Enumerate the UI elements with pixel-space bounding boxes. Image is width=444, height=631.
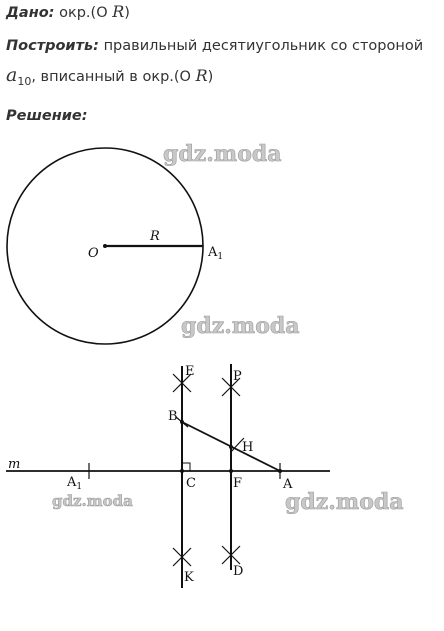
solution-label: Решение: bbox=[6, 108, 88, 124]
label-O: O bbox=[88, 246, 99, 261]
label-P: P bbox=[233, 369, 242, 384]
watermark-1: gdz.moda bbox=[163, 141, 282, 167]
point-C bbox=[180, 469, 184, 473]
given-text: окр.(O bbox=[59, 5, 108, 21]
watermark-2: gdz.moda bbox=[181, 313, 300, 339]
label-m: m bbox=[8, 457, 20, 472]
watermark-4: gdz.moda bbox=[285, 489, 404, 515]
label-A1: A1 bbox=[66, 475, 82, 492]
label-D: D bbox=[233, 564, 243, 579]
figure-construction bbox=[6, 364, 330, 588]
label-R: R bbox=[149, 229, 160, 244]
given-close: ) bbox=[124, 5, 130, 21]
arc-mark-E bbox=[172, 373, 192, 393]
point-A bbox=[278, 469, 282, 473]
label-E: E bbox=[185, 364, 195, 379]
construct-close: ) bbox=[207, 69, 214, 85]
center-dot bbox=[103, 244, 107, 248]
construct-text-1: правильный десятиугольник со стороной bbox=[103, 38, 424, 54]
point-H bbox=[229, 445, 233, 449]
arc-mark-H bbox=[230, 437, 245, 453]
construct-radius: R bbox=[195, 66, 208, 85]
label-A: A bbox=[282, 477, 293, 492]
side-symbol: a bbox=[6, 64, 18, 86]
point-F bbox=[229, 469, 233, 473]
side-subscript: 10 bbox=[17, 75, 32, 88]
construction-labels: m E P B H C F A A1 K D bbox=[8, 364, 293, 585]
label-H: H bbox=[242, 440, 253, 455]
arc-mark-D bbox=[221, 545, 241, 565]
given-radius: R bbox=[112, 2, 125, 21]
arc-mark-K bbox=[172, 547, 192, 567]
label-A1-circle: A1 bbox=[207, 245, 223, 262]
label-B: B bbox=[168, 409, 178, 424]
figure-circle: O R A1 bbox=[6, 147, 223, 345]
label-C: C bbox=[186, 476, 196, 491]
label-F: F bbox=[233, 476, 242, 491]
construct-text-2: , вписанный в окр.(O bbox=[31, 69, 191, 85]
watermark-3: gdz.moda bbox=[52, 492, 133, 510]
solution-line: Решение: bbox=[6, 108, 88, 124]
construct-line-1: Построить: правильный десятиугольник со … bbox=[6, 38, 423, 54]
label-K: K bbox=[184, 570, 194, 585]
arc-mark-P bbox=[221, 377, 241, 397]
construction-points bbox=[180, 420, 282, 473]
given-label: Дано: bbox=[6, 5, 55, 21]
point-B bbox=[180, 420, 184, 424]
construct-label: Построить: bbox=[6, 38, 99, 54]
construct-line-2: a10, вписанный в окр.(O R) bbox=[6, 64, 213, 88]
right-angle-mark bbox=[182, 462, 191, 471]
given-line: Дано: окр.(O R) bbox=[6, 2, 130, 21]
